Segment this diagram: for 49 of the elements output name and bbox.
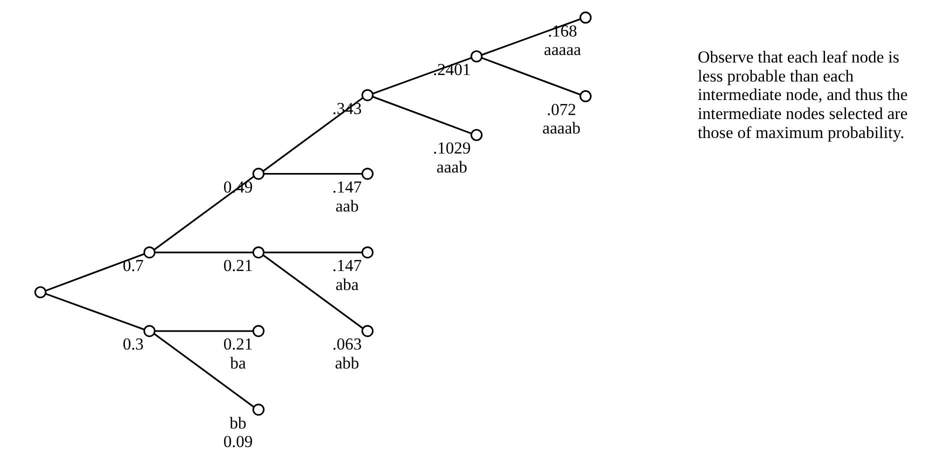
label: Observe that each leaf node is less probable than each intermediate node, and thus the intermediate nodes selected are those of maximum probability. [698, 47, 908, 142]
connector [262, 254, 364, 330]
connector [262, 97, 364, 172]
node-circle [252, 404, 265, 416]
connector [481, 18, 581, 56]
node-label: .2401 [433, 60, 471, 80]
node-label: .1029 [433, 138, 471, 158]
node-label: bb [230, 413, 246, 432]
node-label: .147 [332, 256, 362, 276]
connector [155, 330, 253, 332]
node-circle [252, 168, 265, 180]
connector [155, 252, 253, 254]
node-label: 0.21 [223, 334, 253, 354]
connector [45, 292, 145, 330]
connector [264, 252, 362, 254]
node-circle [362, 168, 374, 180]
node-label: aab [335, 196, 359, 216]
node-circle [470, 50, 483, 62]
node-label: abb [334, 354, 360, 373]
node-circle [143, 325, 156, 338]
node-label: 0.3 [122, 334, 144, 354]
connector [154, 333, 254, 408]
node-circle [580, 12, 592, 24]
node-label: .072 [546, 100, 576, 119]
node-label: .147 [332, 177, 362, 196]
node-label: 0.09 [223, 432, 253, 452]
node-circle [34, 286, 46, 298]
node-circle [362, 89, 374, 102]
node-label: aba [335, 274, 359, 294]
node-label: aaaab [542, 118, 581, 138]
connector [372, 96, 472, 134]
connector [481, 57, 581, 96]
node-circle [580, 90, 592, 102]
connector [45, 253, 145, 292]
node-label: 0.21 [223, 256, 253, 276]
node-label: aaaaa [544, 40, 582, 60]
node-circle [362, 325, 374, 338]
node-circle [470, 128, 483, 142]
node-circle [252, 246, 265, 258]
connector [372, 57, 472, 94]
connector [154, 176, 254, 250]
node-circle [362, 246, 374, 258]
node-circle [252, 325, 265, 338]
node-label: .063 [332, 334, 362, 354]
node-label: ba [230, 354, 246, 373]
node-label: aaab [436, 158, 468, 177]
node-label: .168 [548, 21, 578, 40]
connector [264, 172, 362, 175]
node-circle [143, 246, 156, 258]
